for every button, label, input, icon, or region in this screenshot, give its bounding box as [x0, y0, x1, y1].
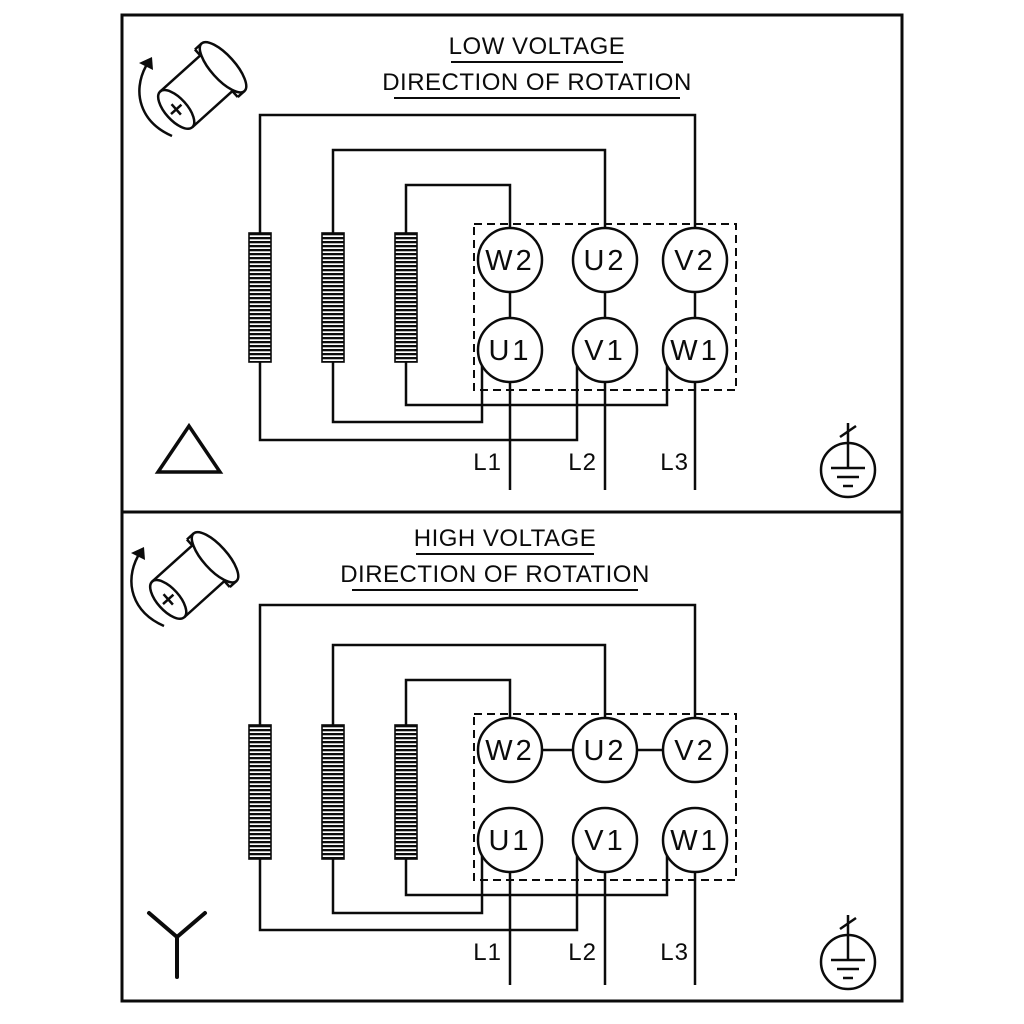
panel-subtitle: DIRECTION OF ROTATION: [340, 561, 650, 588]
wire-coil2-to-u1: [331, 361, 484, 424]
winding-coil-1: [248, 232, 272, 363]
wire-coil2-to-u2: [331, 643, 607, 726]
terminal-label-v2: V2: [674, 735, 715, 767]
wire-coil2-to-u1: [331, 856, 484, 915]
supply-line-label-l1: L1: [473, 449, 502, 476]
terminal-label-u2: U2: [583, 735, 626, 767]
terminal-label-u2: U2: [583, 245, 626, 277]
terminal-board-outline: [473, 713, 737, 881]
wire-coil3-to-w2: [404, 183, 512, 234]
supply-line-label-l3: L3: [660, 939, 689, 966]
panel-subtitle: DIRECTION OF ROTATION: [382, 69, 692, 96]
wire-coil1-to-v1: [258, 361, 579, 442]
high-voltage-panel: HIGH VOLTAGE DIRECTION OF ROTATION: [129, 524, 877, 991]
star-symbol-icon: [147, 911, 207, 979]
panel-title: LOW VOLTAGE: [449, 33, 626, 60]
wire-coil1-to-v1: [258, 856, 579, 932]
supply-line-label-l3: L3: [660, 449, 689, 476]
winding-coil-3: [394, 232, 418, 363]
supply-line-label-l2: L2: [568, 449, 597, 476]
winding-coil-3: [394, 724, 418, 860]
winding-coil-2: [321, 724, 345, 860]
terminal-label-w2: W2: [485, 735, 535, 767]
terminal-u1: [476, 806, 544, 874]
terminal-v1: [571, 806, 639, 874]
winding-coil-1: [248, 724, 272, 860]
terminal-label-v1: V1: [584, 335, 625, 367]
terminal-w1: [661, 806, 729, 874]
delta-symbol-icon: [154, 422, 224, 474]
terminal-label-v2: V2: [674, 245, 715, 277]
supply-line-label-l1: L1: [473, 939, 502, 966]
supply-line-label-l2: L2: [568, 939, 597, 966]
panel-title: HIGH VOLTAGE: [414, 525, 596, 552]
terminal-board-outline: [473, 223, 737, 391]
wire-coil3-to-w1: [404, 361, 669, 407]
wire-coil3-to-w2: [404, 678, 512, 726]
wire-coil1-to-v2: [258, 603, 697, 726]
terminal-label-u1: U1: [488, 825, 531, 857]
terminal-label-u1: U1: [488, 335, 531, 367]
winding-coil-2: [321, 232, 345, 363]
terminal-label-v1: V1: [584, 825, 625, 857]
wire-coil2-to-u2: [331, 148, 607, 234]
low-voltage-panel: LOW VOLTAGE DIRECTION OF ROTATION: [137, 33, 877, 499]
terminal-label-w1: W1: [670, 335, 720, 367]
wire-coil1-to-v2: [258, 113, 697, 234]
terminal-label-w2: W2: [485, 245, 535, 277]
diagram-border: [120, 13, 904, 1003]
terminal-label-w1: W1: [670, 825, 720, 857]
wire-coil3-to-w1: [404, 856, 669, 897]
